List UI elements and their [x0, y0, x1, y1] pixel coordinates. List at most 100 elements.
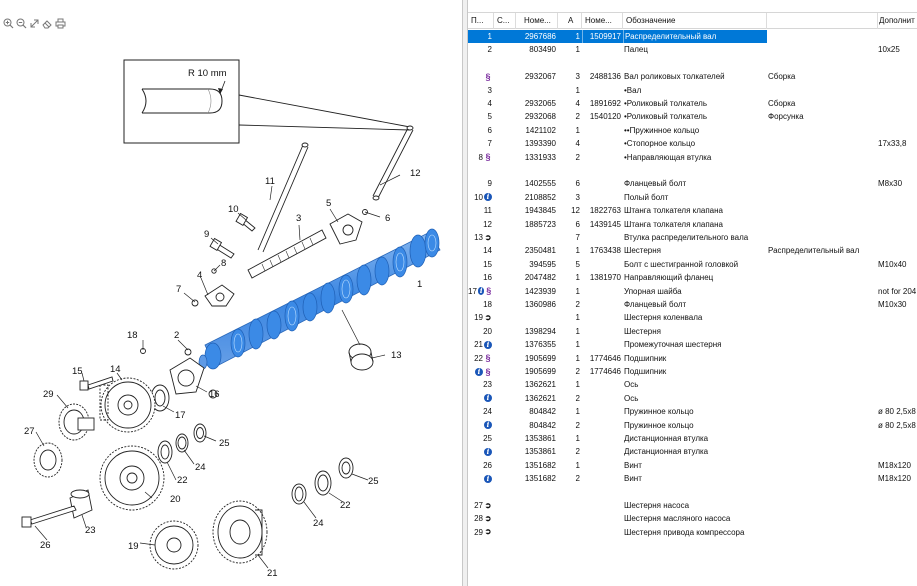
info-icon[interactable]: i [484, 421, 492, 430]
parts-grid[interactable]: П... С... Номе... А Номе... Обозначение … [468, 0, 917, 586]
col-header-number[interactable]: Номе... [516, 13, 558, 29]
info-icon[interactable]: i [484, 394, 492, 403]
link-arrow-icon[interactable]: ➲ [484, 514, 492, 524]
callout-24b[interactable]: 24 [313, 518, 324, 529]
info-icon[interactable]: i [477, 286, 485, 296]
callout-6[interactable]: 6 [385, 213, 390, 224]
eraser-icon[interactable] [41, 17, 53, 29]
callout-26[interactable]: 26 [40, 540, 51, 551]
callout-15[interactable]: 15 [72, 366, 83, 377]
pane-splitter[interactable] [462, 0, 468, 586]
table-row[interactable]: 27➲Шестерня насоса [468, 499, 917, 512]
callout-14[interactable]: 14 [110, 364, 121, 375]
col-header-pos[interactable]: П... [468, 13, 494, 29]
col-header-status[interactable]: С... [494, 13, 516, 29]
col-header-additional[interactable]: Дополнит [879, 16, 915, 25]
section-icon[interactable]: § [485, 71, 491, 82]
callout-27[interactable]: 27 [24, 426, 35, 437]
callout-16[interactable]: 16 [209, 389, 220, 400]
callout-20[interactable]: 20 [170, 494, 181, 505]
callout-7[interactable]: 7 [176, 284, 181, 295]
table-row[interactable]: 29➲Шестерня привода компрессора [468, 526, 917, 539]
table-row[interactable] [468, 164, 917, 177]
callout-19[interactable]: 19 [128, 541, 139, 552]
callout-29[interactable]: 29 [43, 389, 54, 400]
section-icon[interactable]: § [486, 286, 492, 297]
table-row[interactable] [468, 57, 917, 70]
section-icon[interactable]: § [485, 366, 491, 377]
callout-8[interactable]: 8 [221, 258, 226, 269]
col-header-note[interactable] [767, 13, 878, 29]
callout-25a[interactable]: 25 [219, 438, 230, 449]
zoom-in-icon[interactable] [2, 17, 14, 29]
col-header-designation[interactable]: Обозначение [623, 13, 767, 29]
callout-2[interactable]: 2 [174, 330, 179, 341]
link-arrow-icon[interactable]: ➲ [484, 232, 492, 242]
callout-13[interactable]: 13 [391, 350, 402, 361]
callout-21[interactable]: 21 [267, 568, 278, 579]
link-arrow-icon[interactable]: ➲ [484, 527, 492, 537]
callout-10[interactable]: 10 [228, 204, 239, 215]
callout-22b[interactable]: 22 [340, 500, 351, 511]
callout-3[interactable]: 3 [296, 213, 301, 224]
info-icon[interactable]: i [484, 193, 492, 202]
col-header-number2[interactable]: Номе... [582, 13, 623, 29]
section-icon[interactable]: § [485, 353, 491, 364]
callout-11[interactable]: 11 [265, 176, 275, 187]
info-icon[interactable]: i [484, 474, 492, 483]
info-icon[interactable]: i [484, 340, 492, 349]
link-arrow-icon[interactable]: ➲ [484, 500, 492, 510]
table-row[interactable]: 28➲Шестерня масляного насоса [468, 512, 917, 525]
callout-9[interactable]: 9 [204, 229, 209, 240]
info-icon[interactable]: i [484, 448, 492, 457]
fit-icon[interactable] [28, 17, 40, 29]
callout-22a[interactable]: 22 [177, 475, 188, 486]
callout-17[interactable]: 17 [175, 410, 186, 421]
link-arrow-icon[interactable]: ➲ [484, 313, 492, 323]
callout-18[interactable]: 18 [127, 330, 138, 341]
callout-25b[interactable]: 25 [368, 476, 379, 487]
diagram-pane[interactable]: R 10 mm [0, 0, 462, 586]
callout-24a[interactable]: 24 [195, 462, 206, 473]
col-header-qty[interactable]: А [558, 13, 582, 29]
callout-5[interactable]: 5 [326, 198, 331, 209]
callout-12[interactable]: 12 [410, 168, 421, 179]
print-icon[interactable] [54, 17, 66, 29]
callout-4[interactable]: 4 [197, 270, 202, 281]
section-icon[interactable]: § [485, 152, 491, 163]
callout-23[interactable]: 23 [85, 525, 96, 536]
info-icon[interactable]: i [475, 367, 483, 376]
